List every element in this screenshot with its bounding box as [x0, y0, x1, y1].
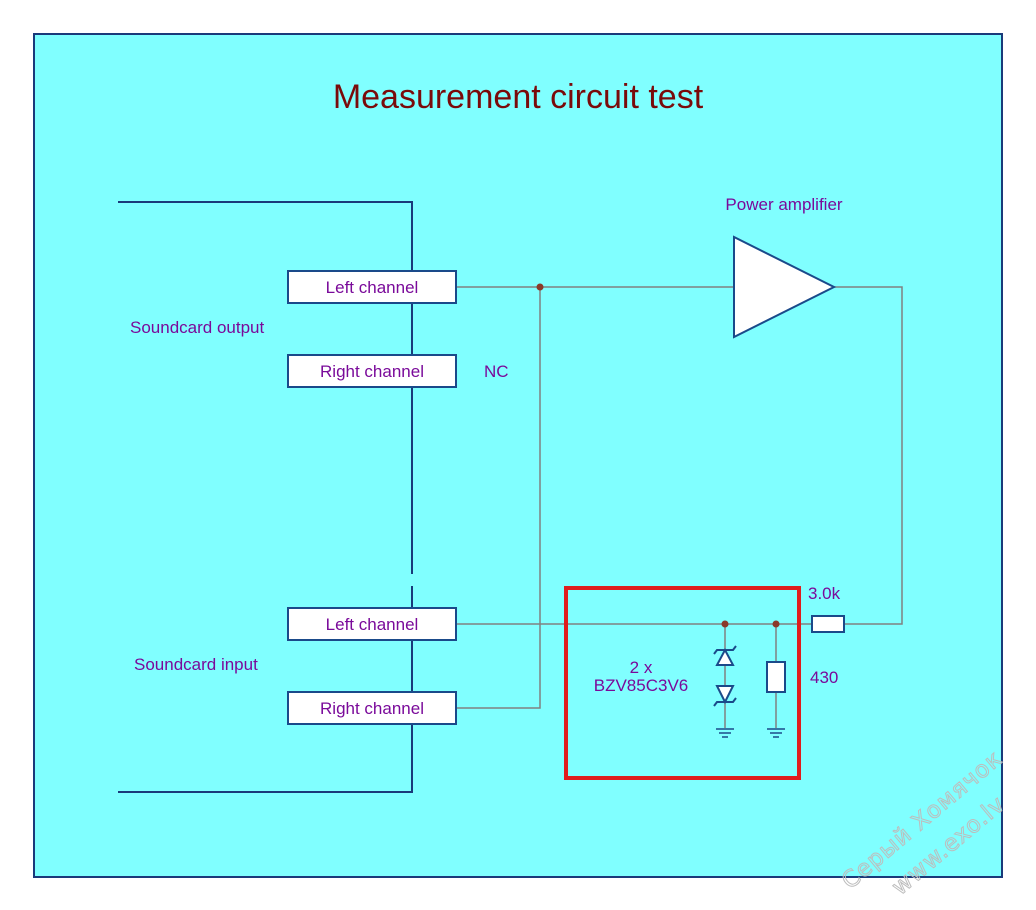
junction-dot — [536, 283, 544, 291]
soundcard-output-label: Soundcard output — [130, 318, 264, 337]
connector-output-left: Left channel — [287, 270, 457, 304]
connector-input-left: Left channel — [287, 607, 457, 641]
diagram-title: Measurement circuit test — [333, 78, 704, 116]
soundcard-output-bus — [118, 201, 413, 574]
zener-diode-icon — [713, 645, 737, 666]
zener-count-label: 2 x — [630, 658, 653, 677]
wire-loopback — [456, 287, 541, 709]
connector-output-right: Right channel — [287, 354, 457, 388]
connector-label: Right channel — [320, 699, 424, 718]
zener-diode-icon — [713, 685, 737, 707]
wire-amp-output — [834, 286, 903, 625]
junction-dot — [721, 620, 729, 628]
connector-label: Right channel — [320, 362, 424, 381]
soundcard-input-bus — [118, 586, 413, 793]
resistor-shunt-icon — [766, 661, 786, 693]
resistor-series-icon — [811, 615, 845, 633]
ground-icon — [716, 728, 734, 738]
resistor-series-label: 3.0k — [808, 584, 841, 603]
diagram-background — [33, 33, 1003, 878]
soundcard-input-label: Soundcard input — [134, 655, 258, 674]
junction-dot — [772, 620, 780, 628]
power-amplifier-label: Power amplifier — [725, 195, 842, 214]
connector-input-right: Right channel — [287, 691, 457, 725]
resistor-shunt-label: 430 — [810, 668, 838, 687]
connector-label: Left channel — [326, 278, 419, 297]
nc-label: NC — [484, 362, 509, 381]
connector-label: Left channel — [326, 615, 419, 634]
zener-part-label: BZV85C3V6 — [594, 676, 689, 695]
amplifier-triangle-icon — [733, 235, 837, 339]
ground-icon — [767, 728, 785, 738]
wires — [456, 286, 903, 728]
highlight-box — [564, 586, 801, 780]
